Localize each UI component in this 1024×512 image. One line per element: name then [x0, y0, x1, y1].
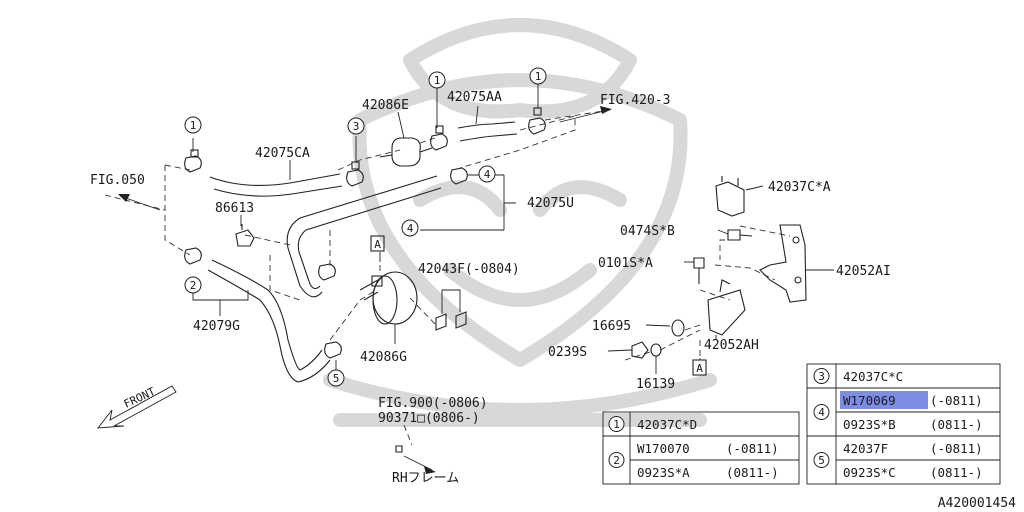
label-42075aa: 42075AA: [447, 90, 502, 105]
svg-text:3: 3: [818, 370, 825, 383]
svg-text:42037C*D: 42037C*D: [637, 417, 697, 432]
clamp-4-upper: [450, 167, 468, 185]
clip-86613: [235, 224, 255, 247]
nut-0239s: [631, 341, 649, 359]
diagram-id: A420001454: [938, 496, 1016, 511]
clamp-3: [346, 161, 364, 187]
callout-1-right: 1: [529, 67, 547, 85]
legend-table-left: 1 42037C*D 2 W170070 (-0811) 0923S*A (08…: [602, 411, 800, 485]
svg-text:W170070: W170070: [637, 441, 690, 456]
svg-text:2: 2: [613, 454, 620, 467]
clamp-4-lower: [318, 263, 336, 281]
svg-text:4: 4: [818, 406, 825, 419]
clip-42037c-a: [715, 176, 745, 217]
svg-text:(0811-): (0811-): [726, 465, 779, 480]
callout-1-left: 1: [184, 116, 202, 134]
svg-text:1: 1: [535, 70, 542, 83]
bolt-0101s-a: [693, 257, 705, 284]
watermark-emblem: [323, 18, 717, 427]
svg-text:1: 1: [190, 119, 197, 132]
legend-table-right: 3 42037C*C 4 W170069 (-0811) 0923S*B (08…: [806, 363, 1001, 485]
clamp-1-mid: [430, 125, 448, 151]
svg-text:5: 5: [333, 372, 340, 385]
callout-2: 2: [184, 276, 202, 294]
label-42052ah: 42052AH: [704, 338, 759, 353]
label-16695: 16695: [592, 319, 631, 334]
svg-text:4: 4: [484, 168, 491, 181]
clamp-5: [324, 341, 342, 359]
label-42052ai: 42052AI: [836, 264, 891, 279]
bolt-0474s-b: [727, 229, 753, 241]
svg-text:(0811-): (0811-): [930, 417, 983, 432]
svg-text:(0811-): (0811-): [930, 465, 983, 480]
svg-text:1: 1: [434, 74, 441, 87]
clamp-2: [184, 247, 202, 265]
label-fig420-3[interactable]: FIG.420-3: [600, 93, 670, 108]
svg-text:0923S*A: 0923S*A: [637, 465, 690, 480]
callout-4-lower: 4: [401, 219, 419, 237]
front-arrow-icon: [97, 385, 177, 429]
hose-42075aa: [457, 121, 518, 142]
svg-text:A: A: [696, 362, 703, 375]
label-42086g: 42086G: [360, 350, 407, 365]
svg-text:0923S*B: 0923S*B: [843, 417, 896, 432]
arrow-fig050: [118, 194, 161, 211]
label-rh-frame: RHフレーム: [392, 471, 459, 486]
label-42075ca: 42075CA: [255, 146, 310, 161]
marker-a-upper: A: [370, 235, 385, 252]
svg-text:5: 5: [818, 454, 825, 467]
hose-42075ca: [209, 173, 343, 197]
label-0101s-a: 0101S*A: [598, 256, 653, 271]
arrow-rh-frame: [403, 455, 436, 474]
label-front: FRONT: [122, 385, 158, 411]
label-0474s-b: 0474S*B: [620, 224, 675, 239]
svg-text:(-0811): (-0811): [726, 441, 779, 456]
svg-text:1: 1: [613, 418, 620, 431]
dashed-lines: [104, 109, 791, 446]
svg-text:0923S*C: 0923S*C: [843, 465, 896, 480]
svg-text:(-0811): (-0811): [930, 441, 983, 456]
svg-text:42037C*C: 42037C*C: [843, 369, 903, 384]
svg-text:4: 4: [407, 222, 414, 235]
label-16139: 16139: [636, 377, 675, 392]
canister-42086g: [359, 271, 418, 325]
hose-42079g: [207, 259, 331, 383]
highlight-w170069: [840, 391, 928, 409]
callout-5: 5: [327, 369, 345, 387]
grommet-16695: [671, 319, 685, 337]
label-86613: 86613: [215, 201, 254, 216]
clamp-1-left: [184, 149, 202, 173]
label-90371: 90371□(0806-): [378, 411, 480, 426]
svg-text:(-0811): (-0811): [930, 393, 983, 408]
label-42043f: 42043F(-0804): [418, 262, 520, 277]
marker-a-lower: A: [692, 359, 707, 376]
bracket-42052ah: [707, 279, 746, 336]
legend-part-w170069[interactable]: W170069: [843, 393, 896, 408]
arrow-fig420-3: [559, 106, 612, 123]
svg-text:42037F: 42037F: [843, 441, 888, 456]
callout-4-upper: 4: [478, 165, 496, 183]
label-42086e: 42086E: [362, 98, 409, 113]
svg-text:3: 3: [353, 120, 360, 133]
callout-3: 3: [347, 117, 365, 135]
pads-42043f: [435, 289, 467, 331]
label-0239s: 0239S: [548, 345, 587, 360]
hose-42075u: [286, 175, 442, 298]
svg-text:A: A: [374, 238, 381, 251]
label-fig900[interactable]: FIG.900(-0806): [378, 396, 488, 411]
washer-16139: [650, 343, 662, 357]
bracket-42052ai: [759, 224, 807, 303]
callout-1-mid: 1: [428, 71, 446, 89]
clip-90371: [395, 445, 403, 453]
label-42075u: 42075U: [527, 196, 574, 211]
svg-text:2: 2: [190, 279, 197, 292]
label-42037c-a: 42037C*A: [768, 180, 831, 195]
label-42079g: 42079G: [193, 319, 240, 334]
label-fig050[interactable]: FIG.050: [90, 173, 145, 188]
clamp-1-right: [528, 107, 546, 135]
filter-42086e: [379, 137, 433, 167]
